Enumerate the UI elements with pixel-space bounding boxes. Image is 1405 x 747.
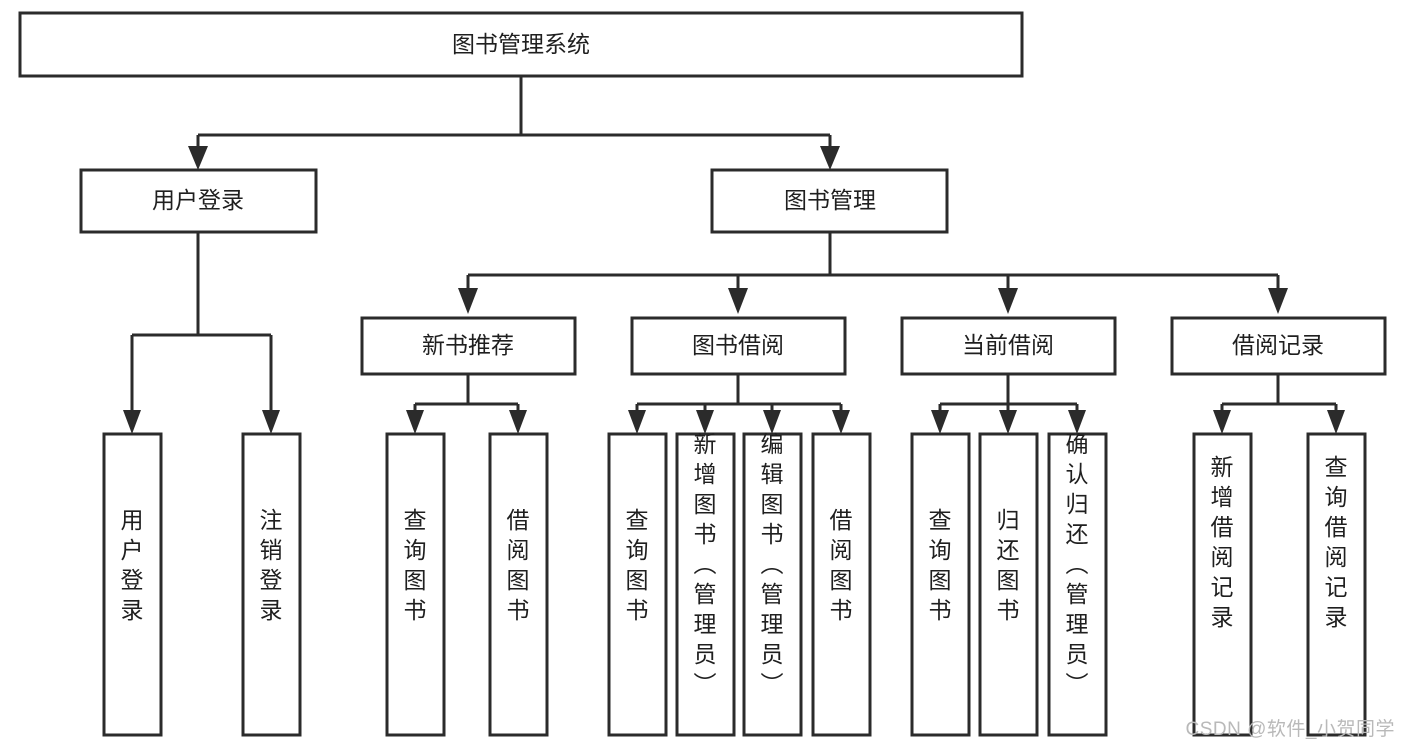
leaf-user-login-2-box[interactable]: [241, 432, 302, 737]
arrow-icon-newbook-leaf-1: [406, 410, 424, 434]
leaf-current-borrow-1-label: 查询图书: [929, 507, 952, 623]
arrow-icon-userlogin-leaf-2: [262, 410, 280, 434]
leaf-book-borrow-3-box[interactable]: [742, 432, 803, 737]
leaf-new-book-1-label: 查询图书: [404, 507, 427, 623]
connector-layer: [123, 76, 1345, 434]
leaf-borrow-record-1[interactable]: 新增借阅记录: [1192, 432, 1253, 737]
node-borrow-record-box[interactable]: [1170, 316, 1387, 376]
leaf-new-book-1-box[interactable]: [385, 432, 446, 737]
arrow-icon-to-bookborrow: [728, 288, 748, 314]
leaf-borrow-record-1-box[interactable]: [1192, 432, 1253, 737]
arrow-icon-borrowrecord-leaf-2: [1327, 410, 1345, 434]
leaf-borrow-record-1-label: 新增借阅记录: [1211, 454, 1234, 630]
node-root-box[interactable]: [18, 11, 1024, 78]
leaf-book-borrow-2-label: 新增图书︵管理员︶: [694, 431, 717, 697]
node-book-borrow[interactable]: 图书借阅: [630, 316, 847, 376]
arrow-icon-bookborrow-leaf-4: [832, 410, 850, 434]
node-book-management[interactable]: 图书管理: [710, 168, 949, 234]
node-new-book-recommend-label: 新书推荐: [422, 332, 514, 358]
leaf-book-borrow-1-box[interactable]: [607, 432, 668, 737]
leaf-borrow-record-2-label: 查询借阅记录: [1325, 454, 1348, 630]
leaf-user-login-1[interactable]: 用户登录: [102, 432, 163, 737]
leaf-current-borrow-3[interactable]: 确认归还︵管理员︶: [1047, 431, 1108, 737]
arrow-icon-to-newbook: [458, 288, 478, 314]
arrow-icon-userlogin-leaf-1: [123, 410, 141, 434]
arrow-icon-borrowrecord-leaf-1: [1213, 410, 1231, 434]
node-current-borrow[interactable]: 当前借阅: [900, 316, 1117, 376]
node-user-login[interactable]: 用户登录: [79, 168, 318, 234]
node-root-label: 图书管理系统: [452, 31, 590, 57]
arrow-icon-bookborrow-leaf-3: [763, 410, 781, 434]
node-new-book-recommend-box[interactable]: [360, 316, 577, 376]
leaf-new-book-2[interactable]: 借阅图书: [488, 432, 549, 737]
leaf-user-login-2-label: 注销登录: [260, 507, 283, 623]
leaf-new-book-1[interactable]: 查询图书: [385, 432, 446, 737]
node-book-management-label: 图书管理: [784, 187, 876, 213]
leaf-current-borrow-2-box[interactable]: [978, 432, 1039, 737]
leaf-book-borrow-2-box[interactable]: [675, 432, 736, 737]
leaf-current-borrow-3-box[interactable]: [1047, 432, 1108, 737]
node-user-login-box[interactable]: [79, 168, 318, 234]
leaf-book-borrow-3[interactable]: 编辑图书︵管理员︶: [742, 431, 803, 737]
node-borrow-record-label: 借阅记录: [1232, 332, 1324, 358]
leaf-borrow-record-2-box[interactable]: [1306, 432, 1367, 737]
node-user-login-label: 用户登录: [152, 187, 244, 213]
leaf-new-book-2-label: 借阅图书: [507, 507, 530, 623]
arrow-icon-newbook-leaf-2: [509, 410, 527, 434]
leaf-book-borrow-4[interactable]: 借阅图书: [811, 432, 872, 737]
leaf-new-book-2-box[interactable]: [488, 432, 549, 737]
leaf-book-borrow-4-label: 借阅图书: [830, 507, 853, 623]
leaf-book-borrow-2[interactable]: 新增图书︵管理员︶: [675, 431, 736, 737]
leaf-user-login-1-label: 用户登录: [121, 507, 144, 623]
leaf-current-borrow-1[interactable]: 查询图书: [910, 432, 971, 737]
leaf-book-borrow-1[interactable]: 查询图书: [607, 432, 668, 737]
node-book-borrow-label: 图书借阅: [692, 332, 784, 358]
node-new-book-recommend[interactable]: 新书推荐: [360, 316, 577, 376]
node-current-borrow-label: 当前借阅: [962, 332, 1054, 358]
node-root[interactable]: 图书管理系统: [18, 11, 1024, 78]
leaf-current-borrow-2[interactable]: 归还图书: [978, 432, 1039, 737]
node-current-borrow-box[interactable]: [900, 316, 1117, 376]
leaf-borrow-record-2[interactable]: 查询借阅记录: [1306, 432, 1367, 737]
node-borrow-record[interactable]: 借阅记录: [1170, 316, 1387, 376]
leaf-current-borrow-2-label: 归还图书: [997, 507, 1020, 623]
leaf-current-borrow-3-label: 确认归还︵管理员︶: [1066, 431, 1089, 697]
arrow-icon-to-borrowrecord: [1268, 288, 1288, 314]
arrow-icon-currentborrow-leaf-2: [999, 410, 1017, 434]
arrow-icon-bookborrow-leaf-1: [628, 410, 646, 434]
arrow-icon-currentborrow-leaf-1: [931, 410, 949, 434]
leaf-user-login-2[interactable]: 注销登录: [241, 432, 302, 737]
node-book-management-box[interactable]: [710, 168, 949, 234]
leaf-current-borrow-1-box[interactable]: [910, 432, 971, 737]
leaf-book-borrow-3-label: 编辑图书︵管理员︶: [761, 431, 784, 697]
arrow-icon-currentborrow-leaf-3: [1068, 410, 1086, 434]
leaf-book-borrow-1-label: 查询图书: [626, 507, 649, 623]
leaf-user-login-1-box[interactable]: [102, 432, 163, 737]
node-book-borrow-box[interactable]: [630, 316, 847, 376]
arrow-icon-to-bookmgmt: [820, 146, 840, 170]
arrow-icon-to-userlogin: [188, 146, 208, 170]
leaf-book-borrow-4-box[interactable]: [811, 432, 872, 737]
arrow-icon-to-currentborrow: [998, 288, 1018, 314]
arrow-icon-bookborrow-leaf-2: [696, 410, 714, 434]
